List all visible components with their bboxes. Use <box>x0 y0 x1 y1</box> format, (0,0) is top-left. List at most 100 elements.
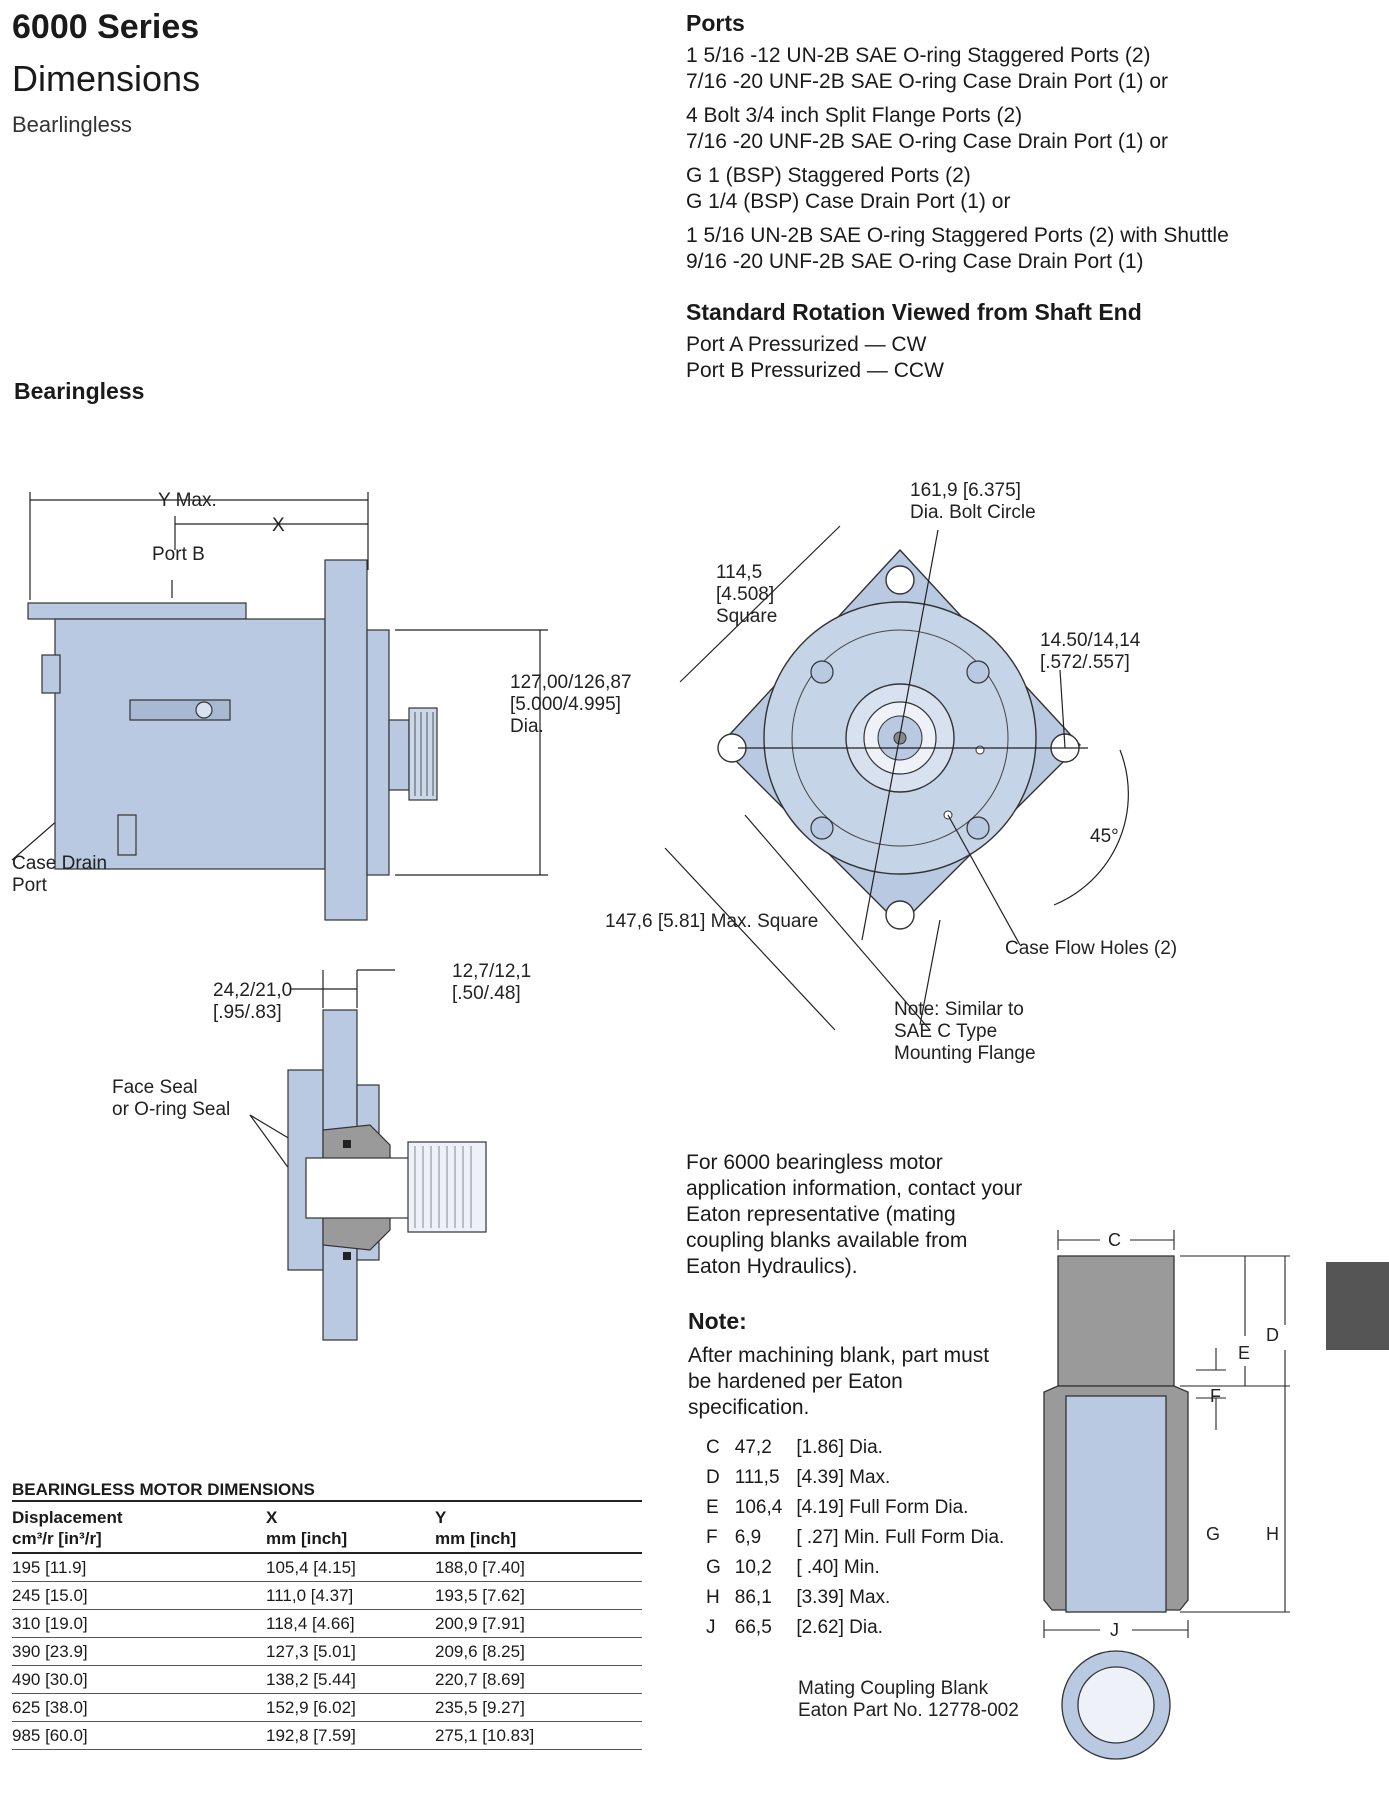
table-row: 245 [15.0]111,0 [4.37]193,5 [7.62] <box>12 1581 642 1610</box>
dim-h-label: H <box>1266 1524 1279 1544</box>
coupling-caption-1: Mating Coupling Blank <box>798 1678 989 1699</box>
table-title: BEARINGLESS MOTOR DIMENSIONS <box>12 1480 315 1499</box>
section-tab <box>1326 1262 1389 1350</box>
cell-y: 188,0 [7.40] <box>435 1553 642 1582</box>
dim-letter: C <box>706 1437 720 1458</box>
bolt-circle-mm: 161,9 [6.375] <box>910 480 1021 501</box>
cell-displacement: 985 [60.0] <box>12 1721 266 1750</box>
dim-j-label: J <box>1110 1620 1119 1640</box>
table-row: 310 [19.0]118,4 [4.66]200,9 [7.91] <box>12 1609 642 1638</box>
cell-displacement: 245 [15.0] <box>12 1581 266 1610</box>
ports-line: G 1/4 (BSP) Case Drain Port (1) or <box>686 190 1011 213</box>
cell-x: 105,4 [4.15] <box>266 1553 435 1582</box>
section-label: Bearingless <box>14 378 145 404</box>
series-title: 6000 Series <box>12 8 200 46</box>
side-view-drawing: Y Max. X Port B 127,00/126,87 [5.000/4.9… <box>11 490 632 921</box>
hole-dia-mm: 14.50/14,14 <box>1040 630 1141 651</box>
dim-inch: [ .40] Min. <box>796 1557 880 1578</box>
square-inch: [4.508] <box>716 584 774 605</box>
coupling-caption-2: Eaton Part No. 12778-002 <box>798 1700 1019 1721</box>
dim-inch: [2.62] Dia. <box>796 1617 883 1638</box>
dim-letter: G <box>706 1557 721 1578</box>
cell-x: 127,3 [5.01] <box>266 1637 435 1666</box>
ports-heading: Ports <box>686 10 745 36</box>
dim-mm: 86,1 <box>734 1587 772 1608</box>
angle-label: 45° <box>1090 826 1119 847</box>
square-label: Square <box>716 606 777 627</box>
dim-inch: [1.86] Dia. <box>796 1437 883 1458</box>
cell-y: 200,9 [7.91] <box>435 1609 642 1638</box>
cell-x: 118,4 [4.66] <box>266 1609 435 1638</box>
dim-mm: 66,5 <box>734 1617 772 1638</box>
ports-block: Ports 1 5/16 -12 UN-2B SAE O-ring Stagge… <box>686 10 1229 384</box>
cell-x: 138,2 [5.44] <box>266 1665 435 1694</box>
case-flow-label: Case Flow Holes (2) <box>1005 938 1177 959</box>
hole-dia-inch: [.572/.557] <box>1040 652 1130 673</box>
dim-d-label: D <box>1266 1325 1279 1345</box>
cell-x: 111,0 [4.37] <box>266 1581 435 1610</box>
dim-inch: [ .27] Min. Full Form Dia. <box>796 1527 1005 1548</box>
x-label: X <box>272 515 285 536</box>
dim-inch: [4.39] Max. <box>796 1467 891 1488</box>
section-view-drawing: 24,2/21,0 [.95/.83] 12,7/12,1 [.50/.48] … <box>112 961 531 1341</box>
ports-group: 4 Bolt 3/4 inch Split Flange Ports (2) 7/… <box>686 103 1229 155</box>
note-heading: Note: <box>688 1308 747 1334</box>
dim-e-label: E <box>1238 1343 1250 1363</box>
seal-label-2: or O-ring Seal <box>112 1099 230 1120</box>
rotation-line: Port A Pressurized — CW <box>686 333 927 356</box>
cell-y: 220,7 [8.69] <box>435 1665 642 1694</box>
cell-displacement: 625 [38.0] <box>12 1693 266 1722</box>
ports-line: 1 5/16 UN-2B SAE O-ring Staggered Ports … <box>686 224 1229 247</box>
ports-group: 1 5/16 UN-2B SAE O-ring Staggered Ports … <box>686 223 1229 275</box>
pilot-inch: [.50/.48] <box>452 983 521 1004</box>
dim-mm: 10,2 <box>734 1557 772 1578</box>
cell-displacement: 310 [19.0] <box>12 1609 266 1638</box>
dim-mm: 106,4 <box>734 1497 783 1518</box>
ports-line: 7/16 -20 UNF-2B SAE O-ring Case Drain Po… <box>686 130 1168 153</box>
page-subtitle: Bearlingless <box>12 112 132 137</box>
dim-c-label: C <box>1108 1230 1121 1250</box>
bolt-circle-label: Dia. Bolt Circle <box>910 502 1036 523</box>
list-item: J 66,5 [2.62] Dia. <box>706 1613 1018 1643</box>
square-mm: 114,5 <box>716 562 762 583</box>
shaft-dia-mm: 127,00/126,87 <box>510 672 632 693</box>
flange-front-drawing: 161,9 [6.375] Dia. Bolt Circle 114,5 [4.… <box>605 480 1177 1064</box>
dim-f-label: F <box>1210 1386 1221 1406</box>
cell-x: 192,8 [7.59] <box>266 1721 435 1750</box>
table-row: 985 [60.0]192,8 [7.59]275,1 [10.83] <box>12 1721 642 1750</box>
rotation-heading: Standard Rotation Viewed from Shaft End <box>686 299 1142 325</box>
table-row: 490 [30.0]138,2 [5.44]220,7 [8.69] <box>12 1665 642 1694</box>
dim-letter: J <box>706 1617 716 1638</box>
coupling-blank-drawing: C D E F G H J <box>1043 1230 1290 1760</box>
case-drain-label: Case Drain <box>12 853 107 874</box>
dim-inch: [3.39] Max. <box>796 1587 891 1608</box>
flange-note-2: SAE C Type <box>894 1021 997 1042</box>
shaft-dia-inch: [5.000/4.995] <box>510 694 621 715</box>
case-drain-label-2: Port <box>12 875 48 896</box>
cell-displacement: 195 [11.9] <box>12 1553 266 1582</box>
depth-mm: 24,2/21,0 <box>213 980 292 1001</box>
cell-y: 209,6 [8.25] <box>435 1637 642 1666</box>
ports-line: 7/16 -20 UNF-2B SAE O-ring Case Drain Po… <box>686 70 1168 93</box>
ports-line: 9/16 -20 UNF-2B SAE O-ring Case Drain Po… <box>686 250 1144 273</box>
dim-inch: [4.19] Full Form Dia. <box>796 1497 969 1518</box>
col-label: Y <box>435 1508 447 1527</box>
dim-g-label: G <box>1206 1524 1220 1544</box>
ports-line: 4 Bolt 3/4 inch Split Flange Ports (2) <box>686 104 1023 127</box>
port-b-label: Port B <box>152 544 205 565</box>
pilot-mm: 12,7/12,1 <box>452 961 531 982</box>
cell-displacement: 390 [23.9] <box>12 1637 266 1666</box>
page-title: Dimensions <box>12 58 201 99</box>
y-max-label: Y Max. <box>158 490 217 511</box>
col-unit: mm [inch] <box>435 1529 517 1548</box>
